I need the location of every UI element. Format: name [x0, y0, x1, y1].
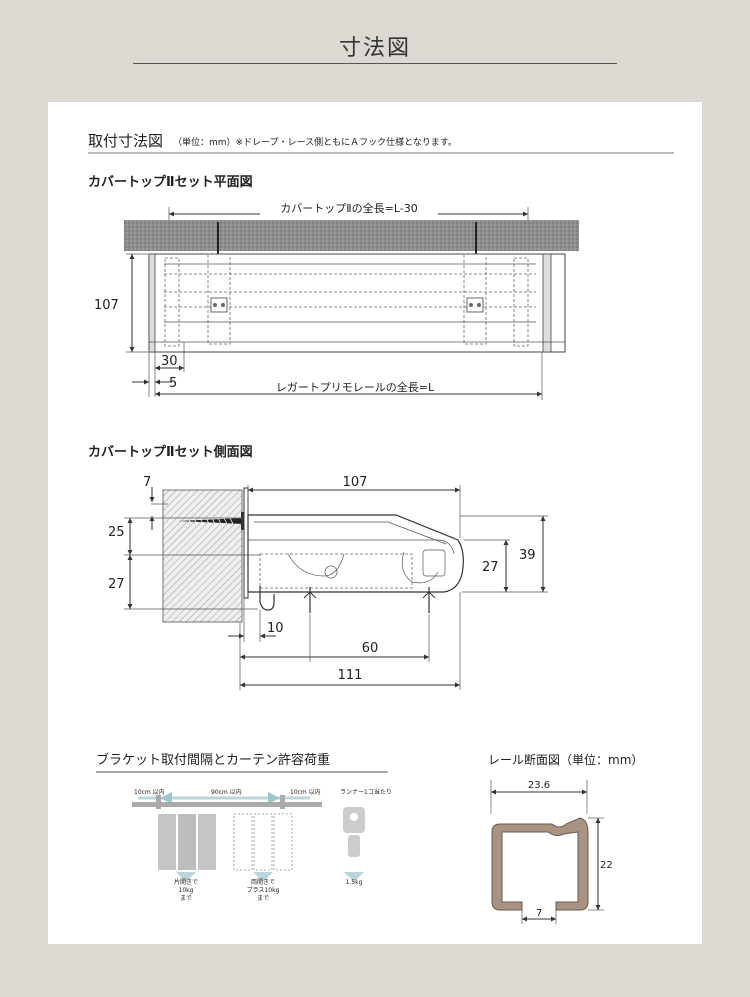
mini-bracket	[280, 795, 285, 809]
curtain-right	[233, 813, 293, 871]
spacing-left: 10cm 以内	[134, 788, 165, 796]
page-title: 寸法図	[338, 36, 411, 61]
load-arrow	[176, 872, 196, 882]
drawing-panel: 取付寸法図 （単位：mm）※ドレープ・レース側ともにＡフック仕様となります。 カ…	[48, 102, 702, 944]
curtain-left	[158, 814, 216, 870]
bracket-left	[207, 253, 231, 345]
rail-height: 22	[600, 860, 613, 871]
end-cap-right	[542, 253, 552, 353]
dim-30: 30	[161, 354, 178, 369]
spacing-mid: 90cm 以内	[211, 788, 242, 796]
dim-107-side: 107	[343, 475, 368, 490]
dimension-drawing: 取付寸法図 （単位：mm）※ドレープ・レース側ともにＡフック仕様となります。 カ…	[88, 132, 674, 924]
rail-cross-section	[491, 817, 589, 911]
rail-body-top	[148, 253, 566, 353]
dim-27-left: 27	[108, 577, 125, 592]
bracket-right	[463, 253, 487, 345]
cover-length-label: カバートップⅡの全長=L-30	[280, 201, 418, 215]
load-left-2: 10kg	[179, 887, 194, 894]
load-mid-3: まで	[257, 895, 269, 902]
load-left-3: まで	[180, 895, 192, 902]
load-mid-1: 両開きで	[251, 879, 275, 886]
dim-111: 111	[338, 668, 363, 683]
dim-27-right: 27	[482, 560, 499, 575]
dim-7: 7	[143, 475, 151, 490]
dim-107-top: 107	[94, 298, 119, 313]
side-rail-profile	[243, 487, 464, 599]
mini-rail	[132, 802, 322, 807]
runner-note: ランナー1コ当たり	[340, 788, 392, 796]
hook	[259, 586, 275, 611]
title-divider	[133, 63, 617, 64]
dim-10: 10	[267, 621, 284, 636]
dim-25: 25	[108, 525, 125, 540]
rail-section-title: レール断面図（単位：mm）	[488, 752, 643, 767]
rail-length-label: レガートプリモレールの全長=L	[276, 380, 435, 394]
section-note: （単位：mm）※ドレープ・レース側ともにＡフック仕様となります。	[173, 136, 457, 148]
end-runner-right	[513, 257, 529, 347]
label-bg	[260, 200, 438, 216]
spacing-right: 10cm 以内	[290, 788, 321, 796]
runner-hook	[422, 587, 436, 613]
end-cap-left	[148, 253, 156, 353]
mini-bracket	[156, 795, 161, 809]
side-view-title: カバートップⅡセット側面図	[88, 444, 253, 460]
dim-5: 5	[169, 376, 177, 391]
label-bg	[260, 379, 450, 393]
load-mid-2: プラス10kg	[247, 887, 280, 894]
top-view-title: カバートップⅡセット平面図	[88, 175, 253, 190]
ceiling-slab	[124, 220, 579, 251]
load-arrow	[253, 872, 273, 882]
load-arrow	[344, 872, 364, 882]
rail-width: 23.6	[528, 780, 550, 791]
end-runner-left	[164, 257, 180, 347]
bracket-title: ブラケット取付間隔とカーテン許容荷重	[96, 752, 330, 768]
load-left-1: 片開きで	[174, 878, 198, 886]
rail-gap: 7	[536, 908, 542, 919]
dim-60: 60	[362, 641, 379, 656]
load-runner: 1.5kg	[346, 879, 363, 886]
wall	[162, 489, 243, 623]
dim-39: 39	[519, 548, 536, 563]
runner-hook	[303, 587, 317, 613]
section-title: 取付寸法図	[88, 132, 163, 150]
runner-icon	[343, 807, 365, 857]
